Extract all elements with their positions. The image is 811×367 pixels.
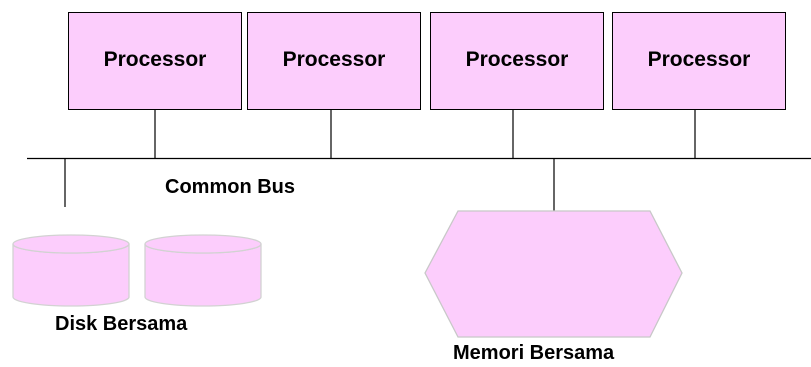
shared-memory-hexagon: [424, 210, 683, 338]
processor-label: Processor: [282, 48, 386, 71]
disk-1-cylinder: [12, 234, 130, 307]
processor-box-3: Processor: [430, 12, 604, 110]
processor-label: Processor: [647, 48, 751, 71]
disk-2-cylinder: [144, 234, 262, 307]
processor-label: Processor: [465, 48, 569, 71]
common-bus-label: Common Bus: [165, 176, 295, 198]
processor-box-4: Processor: [612, 12, 786, 110]
processor-box-2: Processor: [247, 12, 421, 110]
processor-label: Processor: [103, 48, 207, 71]
disk-label: Disk Bersama: [55, 313, 188, 335]
processor-box-1: Processor: [68, 12, 242, 110]
memory-label: Memori Bersama: [453, 342, 615, 364]
